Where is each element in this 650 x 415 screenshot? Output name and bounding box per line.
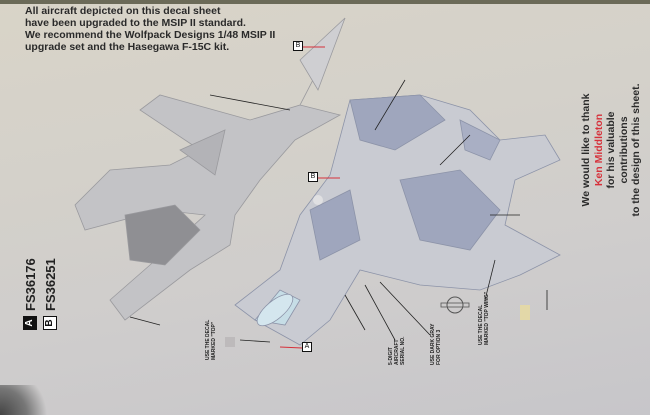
note-line: MARKED "TOP WING" xyxy=(484,291,490,345)
callout-a: A xyxy=(302,342,312,352)
top-wing-decal-swatch xyxy=(520,305,530,320)
legend-key: B xyxy=(43,316,57,330)
roundel-icon xyxy=(440,296,470,314)
photo-shadow-corner xyxy=(0,385,60,415)
intro-line: We recommend the Wolfpack Designs 1/48 M… xyxy=(25,29,276,41)
intro-text: All aircraft depicted on this decal shee… xyxy=(25,5,275,53)
note-line: SERIAL NO. xyxy=(400,336,406,365)
color-legend: A FS36176 B FS36251 xyxy=(20,258,60,330)
top-decal-swatch xyxy=(225,337,235,347)
intro-line: All aircraft depicted on this decal shee… xyxy=(25,5,221,17)
decal-marker xyxy=(313,195,323,205)
acknowledgement: We would like to thank Ken Middleton for… xyxy=(580,80,643,220)
intro-line: upgrade set and the Hasegawa F-15C kit. xyxy=(25,41,230,53)
intro-line: have been upgraded to the MSIP II standa… xyxy=(25,17,246,29)
note-top-wing: USE THE DECAL MARKED "TOP WING" xyxy=(478,292,490,345)
legend-code: FS36251 xyxy=(42,258,58,311)
legend-code: FS36176 xyxy=(22,258,38,311)
note-top-decal: USE THE DECAL MARKED "TOP" xyxy=(205,320,217,360)
note-serial: 5-DIGIT AIRCRAFT SERIAL NO. xyxy=(388,336,406,365)
thanks-line: for his valuable contributions xyxy=(605,111,630,189)
thanks-line: to the design of this sheet. xyxy=(630,83,642,217)
callout-b: B xyxy=(308,172,318,182)
thanks-name: Ken Middleton xyxy=(592,113,605,187)
legend-item-a: A FS36176 xyxy=(20,258,40,330)
legend-key: A xyxy=(23,316,37,330)
sheet-top-edge xyxy=(0,0,650,4)
note-line: FOR OPTION 3 xyxy=(436,329,442,365)
aircraft-camo-view xyxy=(234,94,561,346)
callout-b: B xyxy=(293,41,303,51)
callout-lines xyxy=(279,46,340,349)
aircraft-top-view-gray xyxy=(74,17,346,321)
legend-item-b: B FS36251 xyxy=(40,258,60,330)
note-line: MARKED "TOP" xyxy=(211,321,217,360)
thanks-line: We would like to thank xyxy=(580,93,592,207)
note-dark-gray: USE DARK GRAY FOR OPTION 3 xyxy=(430,324,442,366)
leader-lines xyxy=(129,79,548,343)
